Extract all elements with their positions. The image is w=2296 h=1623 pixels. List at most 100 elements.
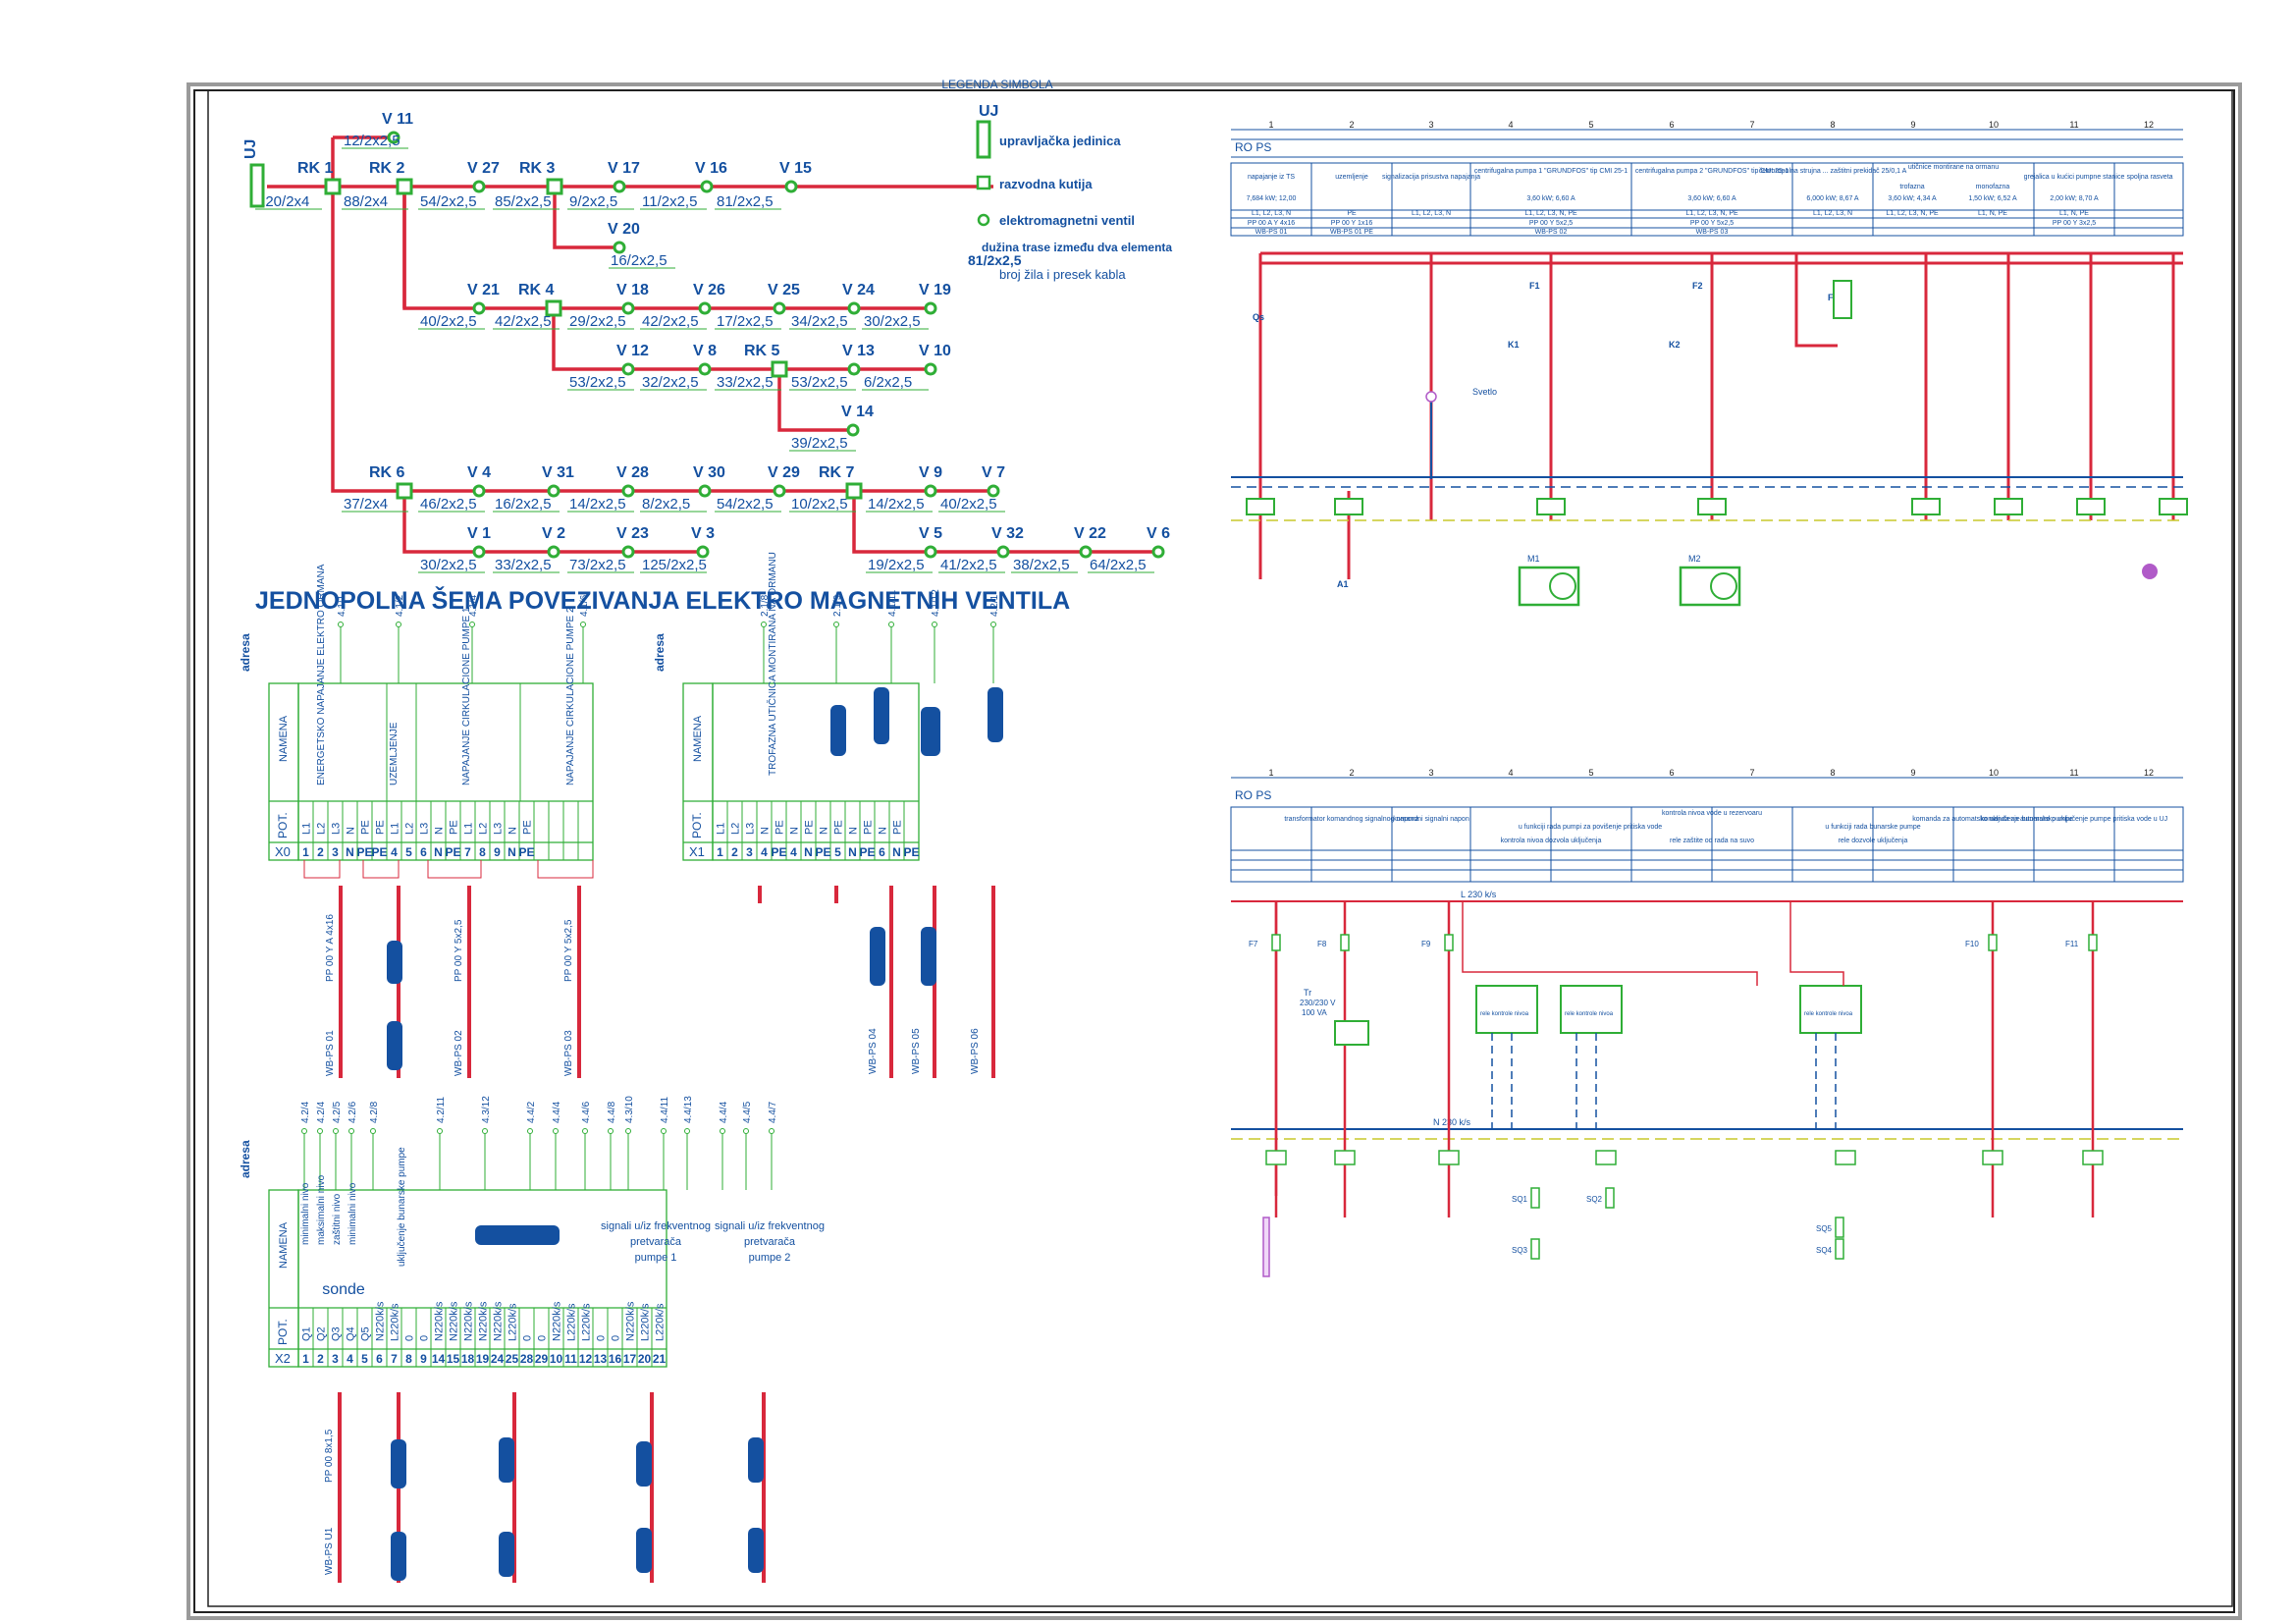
cable-label-blob	[748, 1528, 764, 1573]
column-number: 11	[2069, 120, 2078, 130]
valve-node[interactable]	[987, 484, 1000, 498]
cable-segment-label: 12/2x2,5	[344, 133, 400, 149]
valve-node[interactable]	[472, 484, 486, 498]
cable-segment-label: 42/2x2,5	[642, 313, 699, 330]
valve-node[interactable]	[996, 545, 1010, 559]
valve-node[interactable]	[547, 545, 561, 559]
junction-box-label: RK 3	[519, 160, 556, 177]
level-probe	[1835, 1238, 1844, 1260]
valve-node[interactable]	[698, 484, 712, 498]
pot-label: PE	[375, 820, 387, 835]
valve-label: V 27	[467, 160, 500, 177]
cable-segment-label: 46/2x2,5	[420, 496, 477, 513]
valve-node[interactable]	[924, 545, 937, 559]
junction-box[interactable]	[771, 360, 788, 378]
motor-label: M1	[1527, 554, 1540, 564]
address-node	[608, 1128, 614, 1134]
valve-label: V 26	[693, 282, 725, 298]
cable-segment-label: 8/2x2,5	[642, 496, 690, 513]
valve-label: V 4	[467, 464, 491, 481]
terminal-number: N	[346, 845, 354, 859]
valve-label: V 8	[693, 343, 717, 359]
junction-box[interactable]	[396, 482, 413, 500]
namena-group-label: NAPAJANJE CIRKULACIONE PUMPE 1	[461, 607, 472, 785]
power-cable: PP 00 Y 5x2,5	[1690, 220, 1734, 227]
cable-segment-label: 81/2x2,5	[717, 193, 774, 210]
column-number: 6	[1669, 768, 1674, 778]
valve-node[interactable]	[784, 180, 798, 193]
relay-wiring	[1462, 901, 1758, 986]
cable-label-blob	[636, 1528, 652, 1573]
terminal-number: N	[434, 845, 443, 859]
valve-node[interactable]	[621, 362, 635, 376]
valve-node[interactable]	[547, 484, 561, 498]
valve-node[interactable]	[472, 301, 486, 315]
fuse-symbol	[1271, 934, 1281, 951]
valve-node[interactable]	[621, 484, 635, 498]
terminal-number: 4	[761, 845, 768, 859]
junction-box[interactable]	[845, 482, 863, 500]
valve-node[interactable]	[621, 545, 635, 559]
valve-node[interactable]	[773, 484, 786, 498]
fuse-symbol	[1444, 934, 1454, 951]
outer-frame	[187, 82, 2242, 1620]
valve-node[interactable]	[924, 301, 937, 315]
pot-label: N	[760, 827, 772, 835]
valve-node[interactable]	[847, 301, 861, 315]
address-node	[888, 622, 894, 627]
motor-label: M2	[1688, 554, 1701, 564]
address-node	[437, 1128, 443, 1134]
valve-label: V 21	[467, 282, 500, 298]
cable-segment-label: 85/2x2,5	[495, 193, 552, 210]
valve-node[interactable]	[1151, 545, 1165, 559]
cable-type-label: PP 00 Y 5x2,5	[563, 919, 574, 982]
power-cable: PP 00 A Y 4x16	[1248, 220, 1295, 227]
valve-node[interactable]	[698, 362, 712, 376]
valve-node[interactable]	[472, 545, 486, 559]
probe-label: SQ5	[1816, 1224, 1833, 1233]
valve-node[interactable]	[613, 180, 626, 193]
pot-label: L220k/s	[507, 1303, 519, 1341]
column-number: 5	[1588, 120, 1593, 130]
cable-id-label: WB-PS 02	[454, 1030, 464, 1076]
pot-label: 0	[404, 1335, 416, 1341]
address-label: 4.4/6	[581, 1101, 592, 1123]
valve-node[interactable]	[696, 545, 710, 559]
address-label: 4.4/2	[526, 1101, 537, 1123]
power-title: RO PS	[1235, 140, 1271, 154]
address-node	[582, 1128, 588, 1134]
valve-node[interactable]	[698, 301, 712, 315]
cable-segment-label: 30/2x2,5	[864, 313, 921, 330]
valve-node[interactable]	[621, 301, 635, 315]
valve-node[interactable]	[700, 180, 714, 193]
pot-label: N	[848, 827, 860, 835]
valve-label: V 12	[616, 343, 649, 359]
pot-label: PE	[804, 820, 816, 835]
heater-element	[1262, 1217, 1270, 1277]
pot-label: PE	[892, 820, 904, 835]
row-header-namena: NAMENA	[278, 1221, 290, 1269]
junction-box[interactable]	[546, 178, 563, 195]
address-label: 4.1/4	[468, 594, 479, 617]
address-node	[338, 622, 344, 627]
valve-label: V 6	[1147, 525, 1170, 542]
valve-node[interactable]	[613, 241, 626, 254]
n-line-label: N 230 k/s	[1433, 1117, 1471, 1127]
uj-unit[interactable]	[249, 163, 265, 208]
valve-node[interactable]	[924, 484, 937, 498]
valve-node[interactable]	[846, 423, 860, 437]
valve-node[interactable]	[773, 301, 786, 315]
cable-segment-label: 54/2x2,5	[420, 193, 477, 210]
junction-box[interactable]	[396, 178, 413, 195]
valve-node[interactable]	[1079, 545, 1093, 559]
cable-segment-label: 64/2x2,5	[1090, 557, 1147, 573]
junction-box[interactable]	[324, 178, 342, 195]
valve-node[interactable]	[924, 362, 937, 376]
power-cable: PP 00 Y 3x2,5	[2053, 220, 2096, 227]
valve-node[interactable]	[387, 131, 400, 144]
junction-box[interactable]	[545, 299, 562, 317]
power-phase: PE	[1347, 210, 1357, 217]
valve-node[interactable]	[847, 362, 861, 376]
cable-label-blob	[391, 1439, 406, 1488]
valve-node[interactable]	[472, 180, 486, 193]
